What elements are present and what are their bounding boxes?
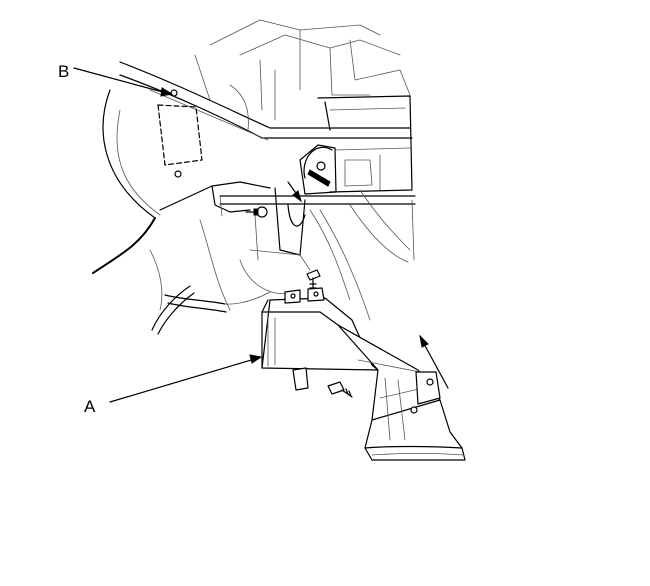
leader-b [73,67,171,95]
access-panel [157,89,203,178]
removal-direction-arrow [419,334,449,389]
clip-direction-arrow [287,181,302,203]
bolts [245,206,353,398]
leader-lines [73,67,263,403]
heater-duct [261,287,466,461]
bolt-lower-right [327,381,353,398]
clip-b-hole [170,89,178,97]
vehicle-body-structure [92,19,416,335]
callout-a: A [84,397,96,416]
bolt-upper-left [245,206,268,218]
callout-b: B [58,62,69,81]
leader-a [109,357,259,403]
